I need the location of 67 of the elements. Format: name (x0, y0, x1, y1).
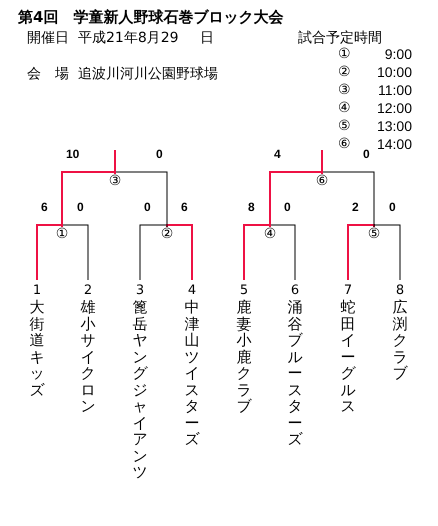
bracket-line (114, 150, 116, 174)
bracket-line (347, 224, 375, 280)
team-number: 8 (394, 283, 406, 299)
team-name: 中津山ツイスターズ (184, 299, 200, 448)
bracket-line (374, 224, 400, 280)
edge-label: 6 (41, 201, 48, 214)
team-name: 大街道キッズ (30, 299, 44, 398)
match-number: ② (338, 64, 351, 81)
match-number: ③ (107, 174, 123, 188)
time-text: 10:00 (376, 64, 412, 81)
edge-label: 0 (156, 148, 163, 161)
bracket-line (270, 224, 296, 280)
title: 第4回 学童新人野球石巻ブロック大会 (18, 8, 284, 26)
team-number: 2 (82, 283, 94, 299)
team-number: 1 (32, 283, 42, 299)
team-name: 鹿妻小鹿クラブ (236, 299, 252, 414)
time-text: 11:00 (377, 82, 412, 99)
info-text: 開催日 (27, 30, 69, 47)
info-text: 日 (200, 30, 214, 47)
time-text: 14:00 (376, 136, 412, 153)
edge-label: 0 (144, 201, 151, 214)
time-text: 12:00 (376, 100, 412, 117)
time-text: 13:00 (376, 118, 412, 135)
info-text: 会 場 (27, 66, 69, 83)
edge-label: 0 (284, 201, 291, 214)
edge-label: 8 (248, 201, 255, 214)
team-number: 7 (342, 283, 354, 299)
match-number: ⑥ (338, 136, 351, 153)
info-text: 試合予定時間 (298, 30, 382, 47)
match-number: ① (338, 46, 351, 63)
bracket-line (140, 224, 168, 280)
match-number: ② (159, 227, 175, 241)
match-number: ⑤ (338, 118, 351, 135)
edge-label: 4 (274, 148, 281, 161)
team-name: 広渕クラブ (392, 299, 408, 382)
bracket-line (114, 172, 168, 228)
team-name: 涌谷ブルースターズ (288, 299, 302, 448)
bracket-line (62, 224, 88, 280)
match-number: ① (54, 227, 70, 241)
team-name: 雄小サイクロン (80, 299, 96, 414)
edge-label: 0 (389, 201, 396, 214)
bracket-line (243, 224, 271, 280)
match-number: ④ (262, 227, 278, 241)
bracket-line (269, 171, 323, 227)
edge-label: 0 (363, 148, 370, 161)
bracket-line (61, 171, 116, 227)
team-name: 篦岳ヤングジャイアンツ (132, 299, 148, 480)
time-text: 9:00 (384, 46, 412, 63)
team-number: 4 (186, 283, 198, 299)
info-text: 追波川河川公園野球場 (78, 66, 218, 83)
bracket-line (321, 150, 323, 174)
match-number: ⑥ (314, 174, 330, 188)
bracket-line (166, 224, 193, 280)
edge-label: 2 (352, 201, 359, 214)
team-name: 蛇田イーグルス (340, 299, 356, 414)
edge-label: 0 (77, 201, 84, 214)
bracket-line (322, 172, 374, 228)
match-number: ⑤ (366, 227, 382, 241)
edge-label: 6 (181, 201, 188, 214)
team-number: 3 (134, 283, 146, 299)
edge-label: 10 (66, 148, 80, 161)
match-number: ④ (338, 100, 351, 117)
info-text: 平成21年8月29 (78, 30, 179, 47)
team-number: 5 (238, 283, 250, 299)
bracket-line (36, 224, 63, 280)
match-number: ③ (338, 82, 351, 99)
team-number: 6 (290, 283, 300, 299)
